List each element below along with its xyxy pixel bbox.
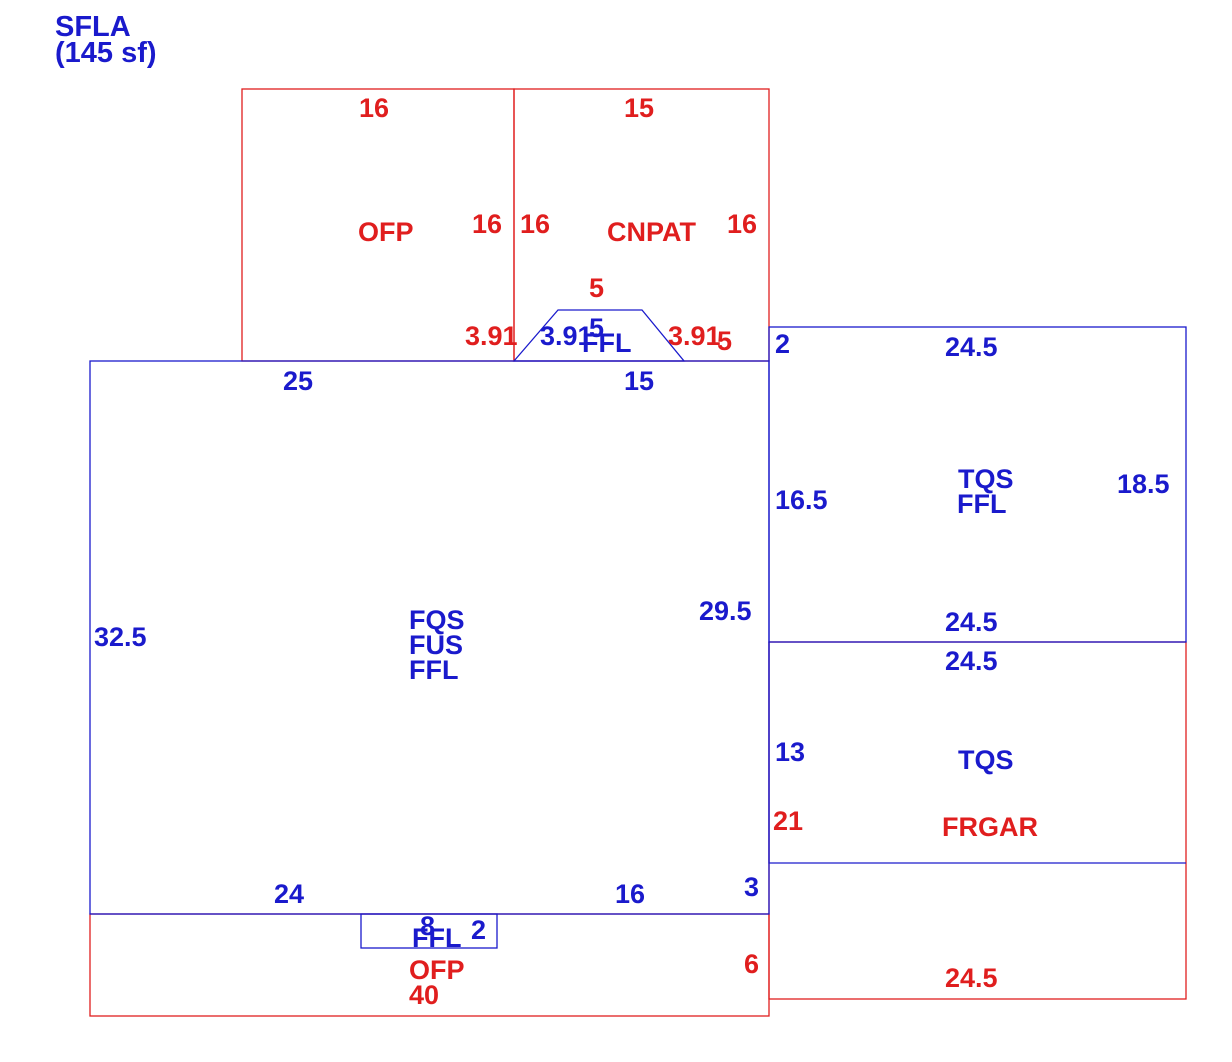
ffl-stoop-outline bbox=[360, 913, 498, 949]
cnpat-width: 15 bbox=[624, 93, 654, 123]
tqs-lower-outline bbox=[768, 642, 1186, 864]
tqs-upper-outline bbox=[768, 326, 1187, 643]
main-bottom-left-dim: 24 bbox=[274, 879, 304, 909]
cnpat-code: CNPAT bbox=[607, 217, 696, 247]
ffl-bay-code: FFL bbox=[582, 328, 631, 358]
tqs-upper-code-ffl: FFL bbox=[957, 489, 1006, 519]
tqs-upper-width-top: 24.5 bbox=[945, 332, 998, 362]
tqs-upper-code-tqs: TQS bbox=[958, 464, 1014, 494]
frgar-lower-step-dim: 6 bbox=[744, 949, 759, 979]
cnpat-diag-right: 3.91 bbox=[668, 321, 721, 351]
main-code-fus: FUS bbox=[409, 630, 463, 660]
ofp-bottom-code: OFP bbox=[409, 955, 465, 985]
ofp-bottom-width: 40 bbox=[409, 980, 439, 1010]
tqs-lower-width: 24.5 bbox=[945, 646, 998, 676]
main-left-dim: 32.5 bbox=[94, 622, 147, 652]
frgar-width: 24.5 bbox=[945, 963, 998, 993]
ofp-top-width: 16 bbox=[359, 93, 389, 123]
ffl-stoop-width: 8 bbox=[420, 911, 435, 941]
main-top-left-dim: 25 bbox=[283, 366, 313, 396]
main-right-dim: 29.5 bbox=[699, 596, 752, 626]
ffl-stoop-depth: 2 bbox=[471, 915, 486, 945]
tqs-lower-code: TQS bbox=[958, 745, 1014, 775]
cnpat-step-right: 5 bbox=[717, 326, 732, 356]
tqs-lower-left-dim: 13 bbox=[775, 737, 805, 767]
tqs-upper-right-dim: 18.5 bbox=[1117, 469, 1170, 499]
main-code-fqs: FQS bbox=[409, 605, 465, 635]
ffl-bay-top: 5 bbox=[589, 313, 604, 343]
tqs-upper-width-bottom: 24.5 bbox=[945, 607, 998, 637]
sketch-header: SFLA (145 sf) bbox=[55, 11, 157, 69]
cnpat-step-top: 5 bbox=[589, 273, 604, 303]
ffl-bay-diag: 3.91 bbox=[540, 321, 593, 351]
ffl-bay-outline bbox=[512, 309, 686, 362]
sfla-area: (145 sf) bbox=[55, 37, 157, 69]
frgar-code: FRGAR bbox=[942, 812, 1038, 842]
main-bottom-right-dim: 16 bbox=[615, 879, 645, 909]
ofp-top-depth: 16 bbox=[472, 209, 502, 239]
ffl-stoop-code: FFL bbox=[412, 923, 461, 953]
frgar-left-dim: 21 bbox=[773, 806, 803, 836]
cnpat-left-depth: 16 bbox=[520, 209, 550, 239]
tqs-upper-step: 2 bbox=[775, 329, 790, 359]
cnpat-diag-left: 3.91 bbox=[465, 321, 518, 351]
tqs-upper-left-dim: 16.5 bbox=[775, 485, 828, 515]
ofp-top-code: OFP bbox=[358, 217, 414, 247]
cnpat-right-depth: 16 bbox=[727, 209, 757, 239]
frgar-step-dim: 3 bbox=[744, 872, 759, 902]
main-code-ffl: FFL bbox=[409, 655, 458, 685]
main-top-right-dim: 15 bbox=[624, 366, 654, 396]
sfla-title: SFLA bbox=[55, 11, 131, 43]
